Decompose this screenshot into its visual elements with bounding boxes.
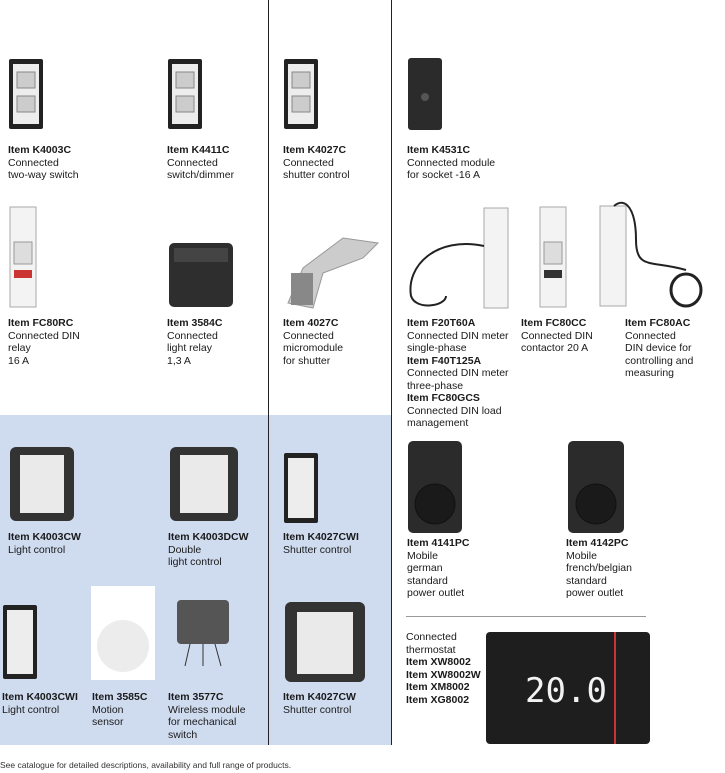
light-relay-3584c-image	[169, 243, 233, 307]
switch-k4003c-image	[9, 59, 43, 129]
wireless-module-3577c-image	[177, 600, 229, 667]
dimmer-k4411c-image	[168, 59, 202, 129]
motion-sensor-3585c-image	[91, 586, 155, 680]
thermostat-display: 20.0	[525, 671, 607, 711]
double-light-control-k4003dcw-image	[170, 447, 238, 521]
shutter-control-k4027cwi-image	[284, 453, 318, 523]
shutter-k4027c-image	[284, 59, 318, 129]
footer-note: See catalogue for detailed descriptions,…	[0, 760, 292, 770]
section-divider	[406, 616, 646, 617]
thermostat-label: Connected thermostat Item XW8002 Item XW…	[406, 631, 481, 706]
din-device-fc80ac-image	[599, 201, 703, 308]
light-control-k4003cwi-image	[3, 605, 37, 679]
column-divider	[391, 0, 392, 745]
thermostat-image: 20.0	[486, 632, 650, 744]
german-outlet-4141pc-image	[408, 441, 462, 533]
micromodule-4027c-image	[287, 237, 380, 309]
din-meter-image	[409, 207, 509, 309]
light-control-k4003cw-image	[10, 447, 74, 521]
socket-module-k4531c-image	[408, 58, 442, 130]
din-contactor-fc80cc-image	[539, 206, 567, 308]
shutter-control-k4027cw-image	[285, 602, 365, 682]
column-divider	[268, 0, 269, 745]
french-outlet-4142pc-image	[568, 441, 624, 533]
din-relay-fc80rc-image	[9, 206, 37, 308]
